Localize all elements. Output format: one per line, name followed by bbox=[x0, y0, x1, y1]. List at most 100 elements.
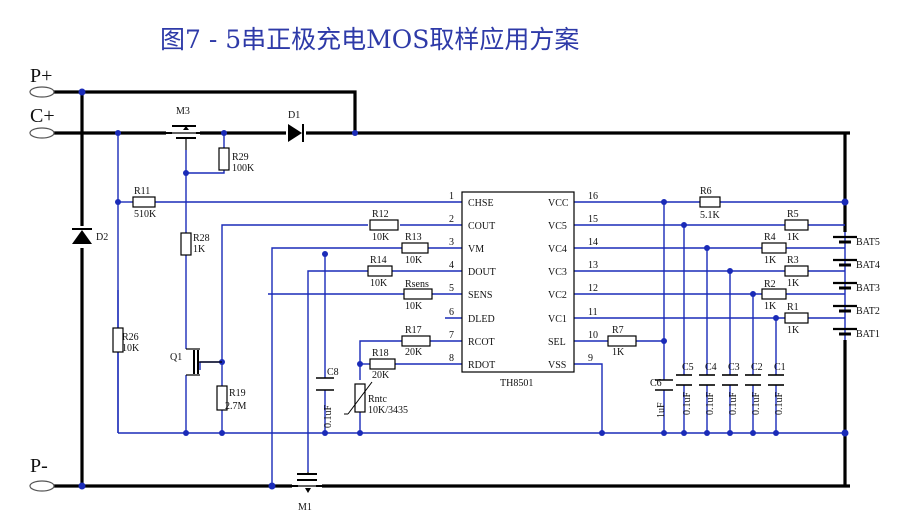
m1-mosfet: M1 bbox=[292, 472, 322, 513]
terminal-cplus: C+ bbox=[29, 105, 55, 139]
svg-text:C2: C2 bbox=[751, 362, 763, 373]
svg-text:R26: R26 bbox=[122, 332, 139, 343]
svg-text:12: 12 bbox=[588, 283, 598, 294]
svg-text:1K: 1K bbox=[193, 244, 206, 255]
svg-text:C1: C1 bbox=[774, 362, 786, 373]
r14-resistor: R14 10K bbox=[367, 255, 393, 289]
q1-label: Q1 bbox=[170, 352, 182, 363]
svg-text:1: 1 bbox=[449, 191, 454, 202]
svg-text:10: 10 bbox=[588, 330, 598, 341]
svg-text:10K: 10K bbox=[122, 343, 140, 354]
svg-text:R18: R18 bbox=[372, 348, 389, 359]
r11-resistor: R11 510K bbox=[132, 186, 157, 220]
r19-resistor: R19 2.7M bbox=[216, 385, 247, 412]
battery-bat5: BAT5 bbox=[833, 235, 880, 248]
c4-capacitor: C4 0.1uF bbox=[699, 362, 717, 415]
svg-text:100K: 100K bbox=[232, 163, 255, 174]
signal-wires bbox=[117, 133, 846, 486]
svg-text:10K: 10K bbox=[372, 232, 390, 243]
r6-resistor: R6 5.1K bbox=[699, 186, 721, 221]
rsens-resistor: Rsens 10K bbox=[403, 279, 433, 312]
ic-name: TH8501 bbox=[500, 378, 533, 389]
svg-text:5.1K: 5.1K bbox=[700, 210, 721, 221]
svg-text:BAT2: BAT2 bbox=[856, 306, 880, 317]
c1-capacitor: C1 0.1uF bbox=[768, 362, 786, 415]
svg-text:R2: R2 bbox=[764, 279, 776, 290]
m3-label: M3 bbox=[176, 106, 190, 117]
svg-text:VSS: VSS bbox=[548, 360, 566, 371]
svg-text:510K: 510K bbox=[134, 209, 157, 220]
m3-mosfet: M3 bbox=[166, 106, 200, 150]
svg-text:R29: R29 bbox=[232, 152, 249, 163]
svg-text:15: 15 bbox=[588, 214, 598, 225]
svg-text:14: 14 bbox=[588, 237, 598, 248]
svg-text:C6: C6 bbox=[650, 378, 662, 389]
svg-text:RDOT: RDOT bbox=[468, 360, 495, 371]
ic-th8501: TH8501 1CHSE2COUT3VM4DOUT5SENS6DLED7RCOT… bbox=[449, 191, 598, 389]
svg-text:VC1: VC1 bbox=[548, 314, 567, 325]
svg-text:BAT3: BAT3 bbox=[856, 283, 880, 294]
svg-text:VC3: VC3 bbox=[548, 267, 567, 278]
r3-resistor: R3 1K bbox=[784, 255, 809, 289]
svg-text:BAT5: BAT5 bbox=[856, 237, 880, 248]
svg-text:1K: 1K bbox=[787, 278, 800, 289]
svg-text:Rsens: Rsens bbox=[405, 279, 429, 290]
r12-resistor: R12 10K bbox=[369, 209, 399, 243]
svg-text:RCOT: RCOT bbox=[468, 337, 495, 348]
c8-capacitor: C8 0.1uF bbox=[316, 367, 339, 428]
terminal-pminus: P- bbox=[29, 455, 55, 492]
power-wires bbox=[54, 90, 850, 488]
r28-resistor: R28 1K bbox=[180, 232, 210, 256]
svg-text:C3: C3 bbox=[728, 362, 740, 373]
svg-text:R5: R5 bbox=[787, 209, 799, 220]
r1-resistor: R1 1K bbox=[784, 302, 809, 336]
svg-text:16: 16 bbox=[588, 191, 598, 202]
svg-text:1K: 1K bbox=[787, 232, 800, 243]
svg-text:20K: 20K bbox=[372, 370, 390, 381]
svg-text:Rntc: Rntc bbox=[368, 394, 387, 405]
svg-text:DLED: DLED bbox=[468, 314, 495, 325]
d1-label: D1 bbox=[288, 110, 300, 121]
r13-resistor: R13 10K bbox=[401, 232, 429, 266]
d2-label: D2 bbox=[96, 232, 108, 243]
svg-text:10K: 10K bbox=[405, 255, 423, 266]
junctions bbox=[78, 88, 849, 490]
rntc-thermistor: Rntc 10K/3435 bbox=[344, 381, 408, 416]
svg-text:VC2: VC2 bbox=[548, 290, 567, 301]
svg-text:DOUT: DOUT bbox=[468, 267, 496, 278]
svg-text:1K: 1K bbox=[787, 325, 800, 336]
svg-text:13: 13 bbox=[588, 260, 598, 271]
svg-text:1K: 1K bbox=[764, 301, 777, 312]
svg-text:C5: C5 bbox=[682, 362, 694, 373]
svg-text:VC4: VC4 bbox=[548, 244, 567, 255]
svg-text:0.1uF: 0.1uF bbox=[751, 392, 762, 416]
page-title: 图7 - 5串正极充电MOS取样应用方案 bbox=[160, 25, 579, 54]
svg-text:R1: R1 bbox=[787, 302, 799, 313]
svg-text:R3: R3 bbox=[787, 255, 799, 266]
svg-text:C+: C+ bbox=[30, 105, 55, 127]
r18-resistor: R18 20K bbox=[369, 348, 396, 381]
svg-text:1K: 1K bbox=[612, 347, 625, 358]
battery-bat2: BAT2 bbox=[833, 304, 880, 317]
battery-bat4: BAT4 bbox=[833, 258, 880, 271]
svg-text:7: 7 bbox=[449, 330, 454, 341]
svg-text:VM: VM bbox=[468, 244, 484, 255]
c3-capacitor: C3 0.1uF bbox=[722, 362, 740, 415]
svg-text:R13: R13 bbox=[405, 232, 422, 243]
c5-capacitor: C5 0.1uF bbox=[676, 362, 694, 415]
svg-text:4: 4 bbox=[449, 260, 454, 271]
svg-text:0.1uF: 0.1uF bbox=[323, 405, 334, 429]
svg-text:R28: R28 bbox=[193, 233, 210, 244]
svg-text:10K: 10K bbox=[405, 301, 423, 312]
c2-capacitor: C2 0.1uF bbox=[745, 362, 763, 415]
r5-resistor: R5 1K bbox=[784, 209, 809, 243]
svg-text:0.1uF: 0.1uF bbox=[705, 392, 716, 416]
svg-text:COUT: COUT bbox=[468, 221, 495, 232]
